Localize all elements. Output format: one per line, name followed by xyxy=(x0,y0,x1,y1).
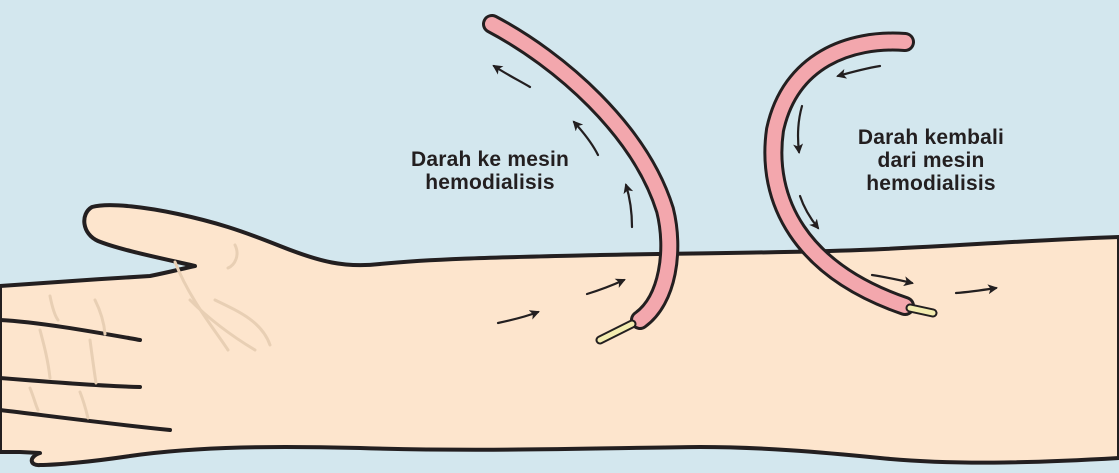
label-line: hemodialisis xyxy=(826,172,1036,195)
label-line: Darah kembali xyxy=(826,126,1036,149)
arrow-icon xyxy=(838,66,880,76)
label-blood-from-machine: Darah kembali dari mesin hemodialisis xyxy=(826,126,1036,195)
arrow-icon xyxy=(494,66,530,87)
label-line: Darah ke mesin xyxy=(370,148,610,171)
label-line: dari mesin xyxy=(826,149,1036,172)
label-line: hemodialisis xyxy=(370,171,610,194)
label-blood-to-machine: Darah ke mesin hemodialisis xyxy=(370,148,610,194)
arm xyxy=(0,205,1119,465)
arrow-icon xyxy=(798,106,802,152)
arm-shape xyxy=(0,205,1119,465)
arrow-icon xyxy=(626,185,632,227)
